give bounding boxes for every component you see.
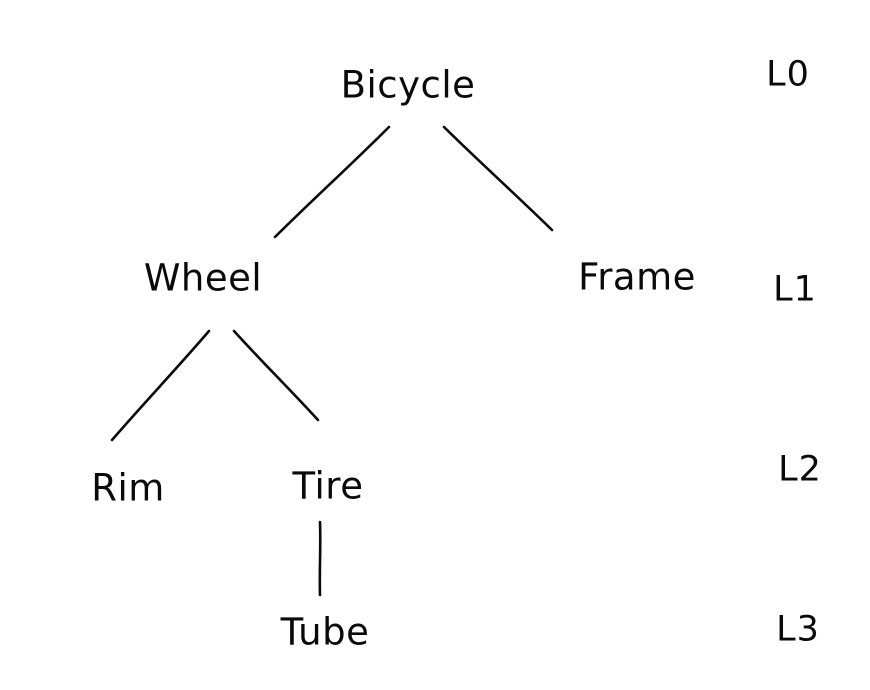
node-label-bicycle[interactable]: Bicycle <box>340 63 476 107</box>
level-label-l3: L3 <box>776 609 820 650</box>
node-label-wheel[interactable]: Wheel <box>143 256 263 300</box>
node-label-rim[interactable]: Rim <box>91 466 165 510</box>
node-label-tube[interactable]: Tube <box>280 610 370 654</box>
edge-bicycle-to-frame <box>442 125 554 232</box>
level-label-l0: L0 <box>766 54 810 95</box>
node-label-tire[interactable]: Tire <box>292 464 364 508</box>
edge-wheel-to-rim <box>110 329 211 442</box>
level-label-l2: L2 <box>778 449 822 490</box>
edge-wheel-to-tire <box>232 329 320 422</box>
edge-bicycle-to-wheel <box>273 125 391 239</box>
node-label-frame[interactable]: Frame <box>578 255 696 299</box>
level-label-l1: L1 <box>773 269 817 310</box>
